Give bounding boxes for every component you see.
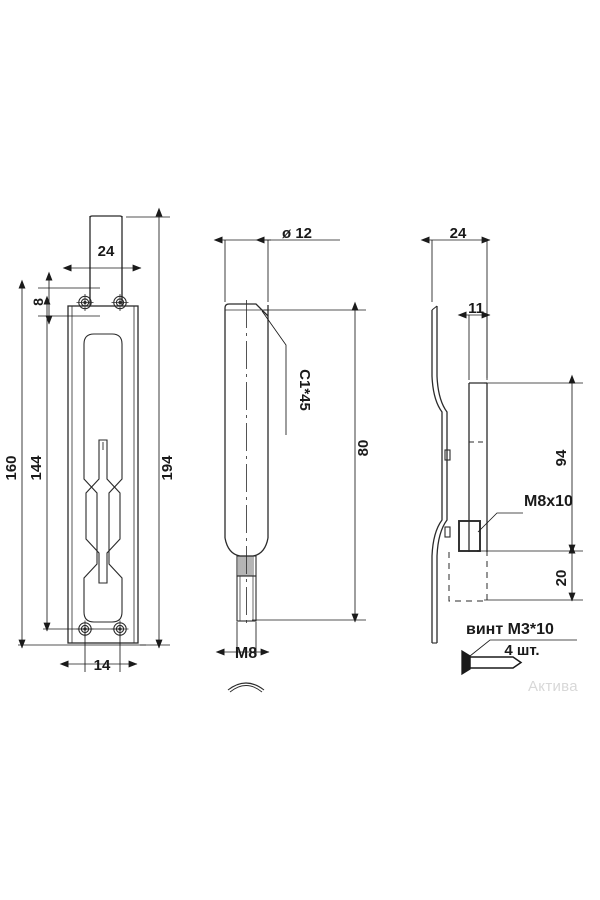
bolt-bottom-arc-inner <box>229 685 263 693</box>
label-hole-offset-top: 8 <box>30 298 46 306</box>
side-view-tab-lower <box>444 526 451 538</box>
screw-shank-icon <box>469 656 523 669</box>
front-view-plate <box>67 305 139 644</box>
bolt-top-with-chamfer <box>224 303 269 317</box>
front-view-top-tab <box>89 215 123 306</box>
front-view-screw-hole-top-right <box>111 294 129 311</box>
front-view-screw-hole-top-left <box>76 294 94 311</box>
label-boss-width: 11 <box>468 300 484 317</box>
label-fastener-quantity: 4 шт. <box>504 642 539 659</box>
front-view <box>67 215 139 644</box>
label-bolt-diameter: ø 12 <box>282 225 312 242</box>
side-view <box>431 305 488 644</box>
leader-fastener <box>469 639 577 657</box>
bolt-view-dimensions <box>213 236 366 656</box>
bolt-view <box>224 300 269 693</box>
label-fastener-name: винт М3*10 <box>466 621 554 638</box>
label-plate-width-top: 24 <box>98 243 115 260</box>
label-bolt-thread: M8 <box>235 645 257 662</box>
side-view-plate-top-cap <box>431 305 438 311</box>
fastener-detail <box>461 639 577 676</box>
screw-head-icon <box>461 649 471 676</box>
label-side-lower-offset: 20 <box>553 570 570 587</box>
side-view-plate-back-face <box>436 306 448 643</box>
label-hole-span-horizontal: 14 <box>94 657 111 674</box>
front-view-slot <box>83 333 123 623</box>
bolt-bottom-arc-outer <box>227 682 265 691</box>
side-view-hidden-outline <box>448 552 488 602</box>
label-boss-thread: M8x10 <box>524 493 573 510</box>
label-plate-length: 160 <box>3 455 20 480</box>
side-view-tab-upper <box>444 449 451 461</box>
label-side-upper-length: 94 <box>553 449 570 466</box>
label-hole-span-vertical: 144 <box>28 455 45 481</box>
side-view-boss <box>458 520 481 552</box>
label-chamfer: C1*45 <box>296 369 313 411</box>
leader-m8x10 <box>477 512 523 533</box>
bolt-knurl-lines <box>238 556 254 576</box>
label-bolt-length: 80 <box>355 440 372 457</box>
side-view-body <box>468 382 488 552</box>
bolt-body-sides <box>224 305 269 538</box>
side-view-dimensions <box>420 236 583 602</box>
leader-chamfer <box>261 310 287 435</box>
front-view-slider <box>85 439 121 584</box>
label-side-plate-width: 24 <box>450 225 467 242</box>
front-view-dimensions <box>18 207 170 672</box>
dimension-labels: 24 8 160 144 194 14 ø 12 C1*45 80 M8 24 … <box>3 225 573 674</box>
label-overall-length: 194 <box>159 455 176 481</box>
side-view-plate-front-face <box>431 310 443 643</box>
